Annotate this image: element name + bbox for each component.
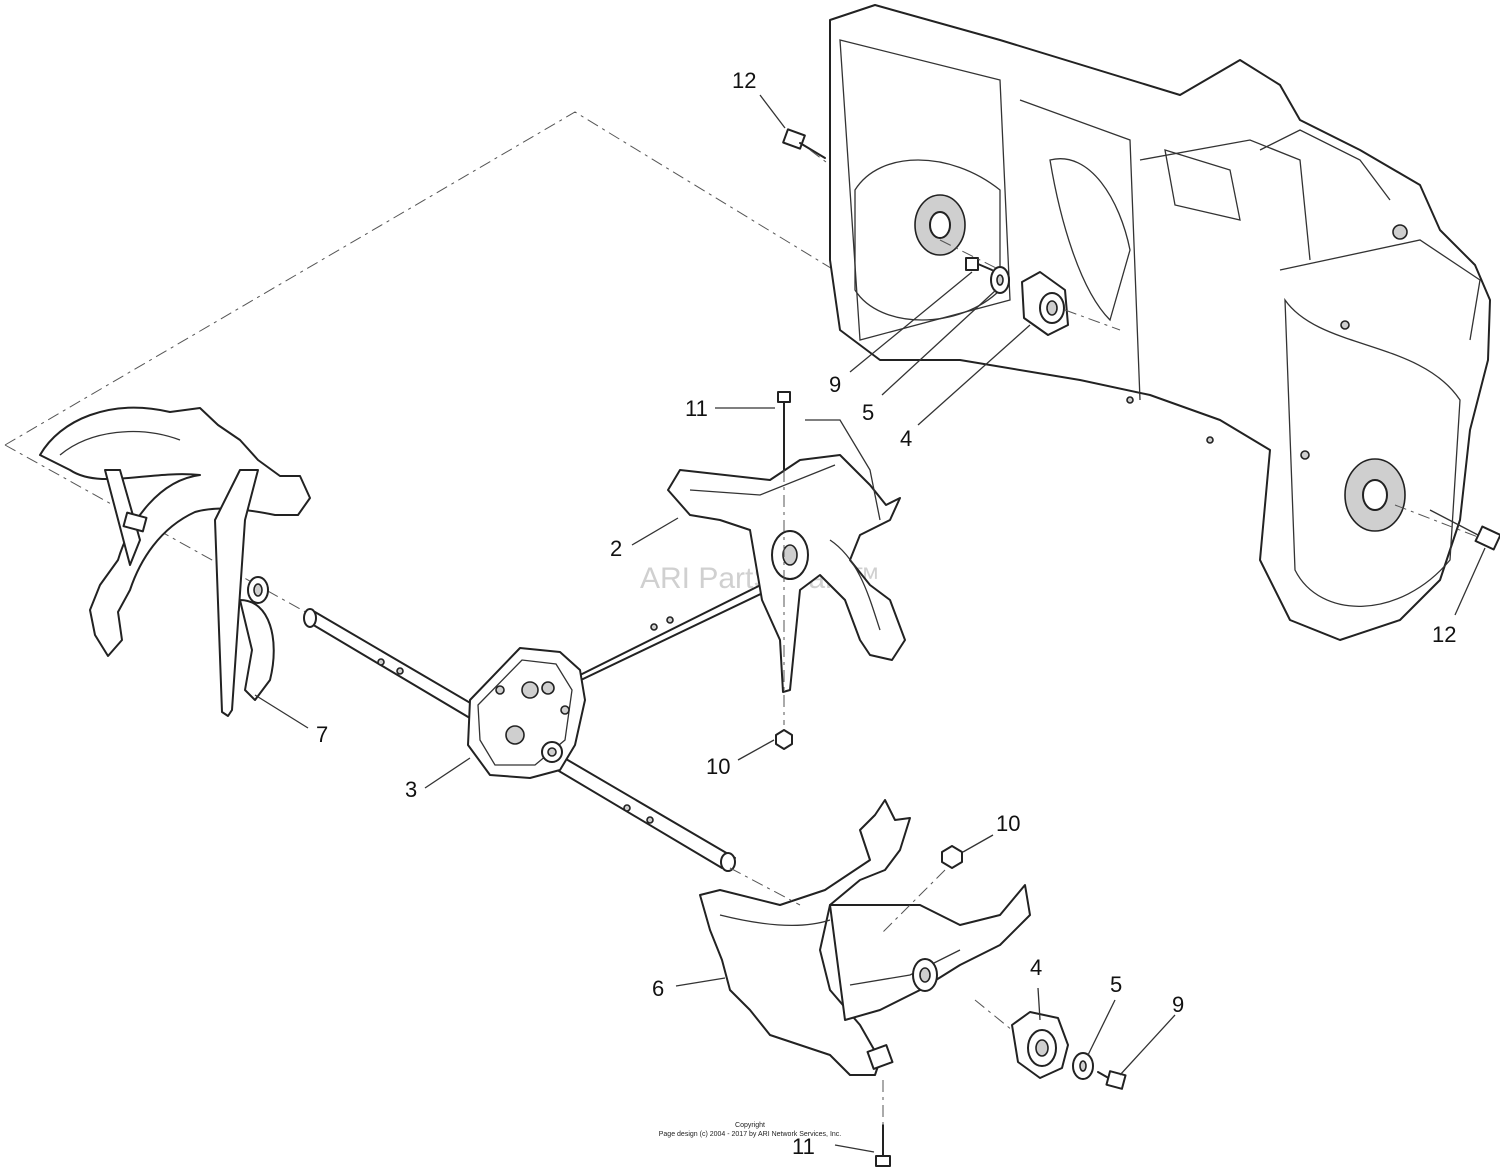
- callout-7: 7: [316, 722, 328, 747]
- bolt-11-top: [777, 391, 791, 471]
- callout-11-bottom: 11: [792, 1134, 815, 1159]
- callout-9-lower: 9: [1172, 992, 1184, 1017]
- callout-3: 3: [405, 777, 417, 802]
- callout-12-top: 12: [732, 68, 756, 93]
- copyright-line-1: Copyright: [735, 1122, 765, 1129]
- callout-5-lower: 5: [1110, 972, 1122, 997]
- bolt-11-bottom: [875, 1124, 891, 1167]
- callout-11-top: 11: [685, 396, 708, 421]
- auger-flight-6: [699, 799, 1031, 1076]
- callout-10-lower: 10: [996, 811, 1020, 836]
- callout-6: 6: [652, 976, 664, 1001]
- bolt-9-lower: [1097, 1070, 1127, 1090]
- callout-4-lower: 4: [1030, 955, 1042, 980]
- auger-flight-7: [39, 406, 311, 717]
- callout-2: 2: [610, 536, 622, 561]
- nut-10-middle: [775, 729, 793, 750]
- callout-5-top: 5: [862, 400, 874, 425]
- auger-flight-2: [667, 419, 906, 693]
- bolt-12-right: [1429, 509, 1500, 551]
- reference-plane: [4, 111, 881, 446]
- auger-housing: [829, 4, 1491, 641]
- leader-lines: [254, 94, 1486, 1153]
- copyright-line-2: Page design (c) 2004 - 2017 by ARI Netwo…: [659, 1131, 842, 1138]
- gearbox-3: [467, 647, 586, 779]
- bolt-9-top: [965, 257, 993, 271]
- callout-9-top: 9: [829, 372, 841, 397]
- bearing-4-top: [1021, 271, 1069, 336]
- callout-4-top: 4: [900, 426, 912, 451]
- bolt-12-top: [782, 128, 826, 159]
- callout-10-middle: 10: [706, 754, 730, 779]
- bearing-4-lower: [1011, 1011, 1069, 1079]
- nut-10-lower: [941, 845, 963, 869]
- callout-12-right: 12: [1432, 622, 1456, 647]
